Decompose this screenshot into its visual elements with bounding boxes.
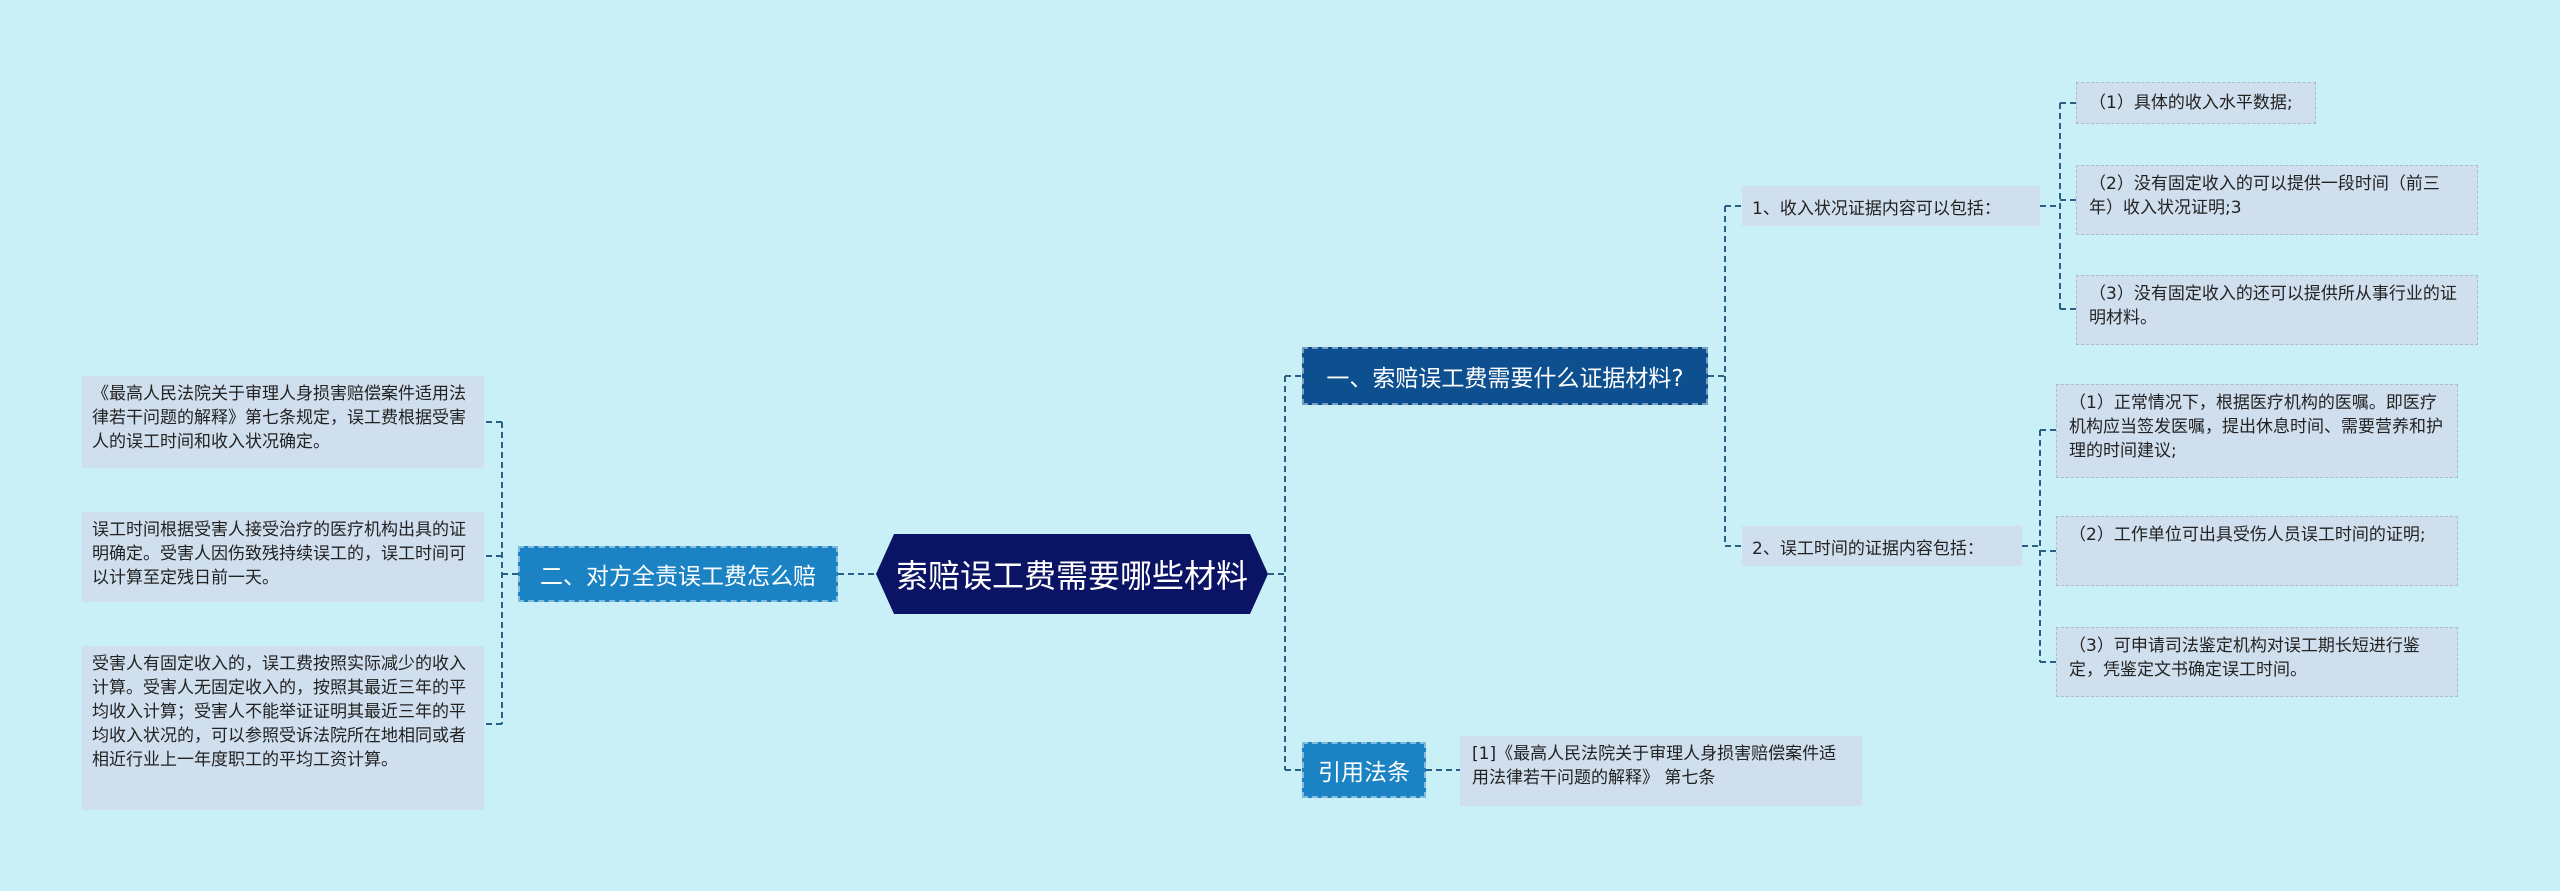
leaf-compensation-3[interactable]: 受害人有固定收入的，误工费按照实际减少的收入计算。受害人无固定收入的，按照其最近…	[82, 646, 484, 810]
sub-income-evidence[interactable]: 1、收入状况证据内容可以包括：	[1742, 186, 2040, 226]
branch-full-liability-compensation[interactable]: 二、对方全责误工费怎么赔	[518, 546, 838, 602]
leaf-time-2[interactable]: （2）工作单位可出具受伤人员误工时间的证明;	[2056, 516, 2458, 586]
root-topic-label: 索赔误工费需要哪些材料	[895, 557, 1248, 595]
leaf-income-2[interactable]: （2）没有固定收入的可以提供一段时间（前三年）收入状况证明;3	[2076, 165, 2478, 235]
sub-time-evidence-label: 2、误工时间的证据内容包括：	[1752, 538, 1984, 559]
leaf-time-3[interactable]: （3）可申请司法鉴定机构对误工期长短进行鉴定，凭鉴定文书确定误工时间。	[2056, 627, 2458, 697]
leaf-compensation-1-text: 《最高人民法院关于审理人身损害赔偿案件适用法律若干问题的解释》第七条规定，误工费…	[92, 384, 466, 452]
leaf-cited-law[interactable]: [1]《最高人民法院关于审理人身损害赔偿案件适用法律若干问题的解释》 第七条	[1460, 736, 1862, 806]
leaf-income-2-text: （2）没有固定收入的可以提供一段时间（前三年）收入状况证明;3	[2089, 174, 2440, 218]
leaf-compensation-3-text: 受害人有固定收入的，误工费按照实际减少的收入计算。受害人无固定收入的，按照其最近…	[92, 654, 466, 770]
leaf-compensation-2-text: 误工时间根据受害人接受治疗的医疗机构出具的证明确定。受害人因伤致残持续误工的，误…	[92, 520, 466, 588]
leaf-time-1[interactable]: （1）正常情况下，根据医疗机构的医嘱。即医疗机构应当签发医嘱，提出休息时间、需要…	[2056, 384, 2458, 478]
branch-evidence-materials-label: 一、索赔误工费需要什么证据材料?	[1326, 366, 1684, 392]
leaf-income-3-text: （3）没有固定收入的还可以提供所从事行业的证明材料。	[2089, 284, 2457, 328]
leaf-time-2-text: （2）工作单位可出具受伤人员误工时间的证明;	[2069, 525, 2426, 545]
leaf-income-1-text: （1）具体的收入水平数据;	[2089, 93, 2293, 113]
branch-cited-law-label: 引用法条	[1318, 760, 1410, 786]
leaf-income-1[interactable]: （1）具体的收入水平数据;	[2076, 82, 2316, 124]
leaf-compensation-2[interactable]: 误工时间根据受害人接受治疗的医疗机构出具的证明确定。受害人因伤致残持续误工的，误…	[82, 512, 484, 602]
sub-income-evidence-label: 1、收入状况证据内容可以包括：	[1752, 198, 2001, 219]
leaf-income-3[interactable]: （3）没有固定收入的还可以提供所从事行业的证明材料。	[2076, 275, 2478, 345]
branch-evidence-materials[interactable]: 一、索赔误工费需要什么证据材料?	[1302, 347, 1708, 405]
sub-time-evidence[interactable]: 2、误工时间的证据内容包括：	[1742, 526, 2022, 566]
root-topic[interactable]: 索赔误工费需要哪些材料	[876, 534, 1268, 614]
leaf-time-3-text: （3）可申请司法鉴定机构对误工期长短进行鉴定，凭鉴定文书确定误工时间。	[2069, 636, 2420, 680]
branch-cited-law[interactable]: 引用法条	[1302, 742, 1426, 798]
branch-full-liability-compensation-label: 二、对方全责误工费怎么赔	[540, 564, 816, 590]
leaf-time-1-text: （1）正常情况下，根据医疗机构的医嘱。即医疗机构应当签发医嘱，提出休息时间、需要…	[2069, 393, 2443, 461]
leaf-cited-law-text: [1]《最高人民法院关于审理人身损害赔偿案件适用法律若干问题的解释》 第七条	[1472, 744, 1837, 788]
leaf-compensation-1[interactable]: 《最高人民法院关于审理人身损害赔偿案件适用法律若干问题的解释》第七条规定，误工费…	[82, 376, 484, 468]
